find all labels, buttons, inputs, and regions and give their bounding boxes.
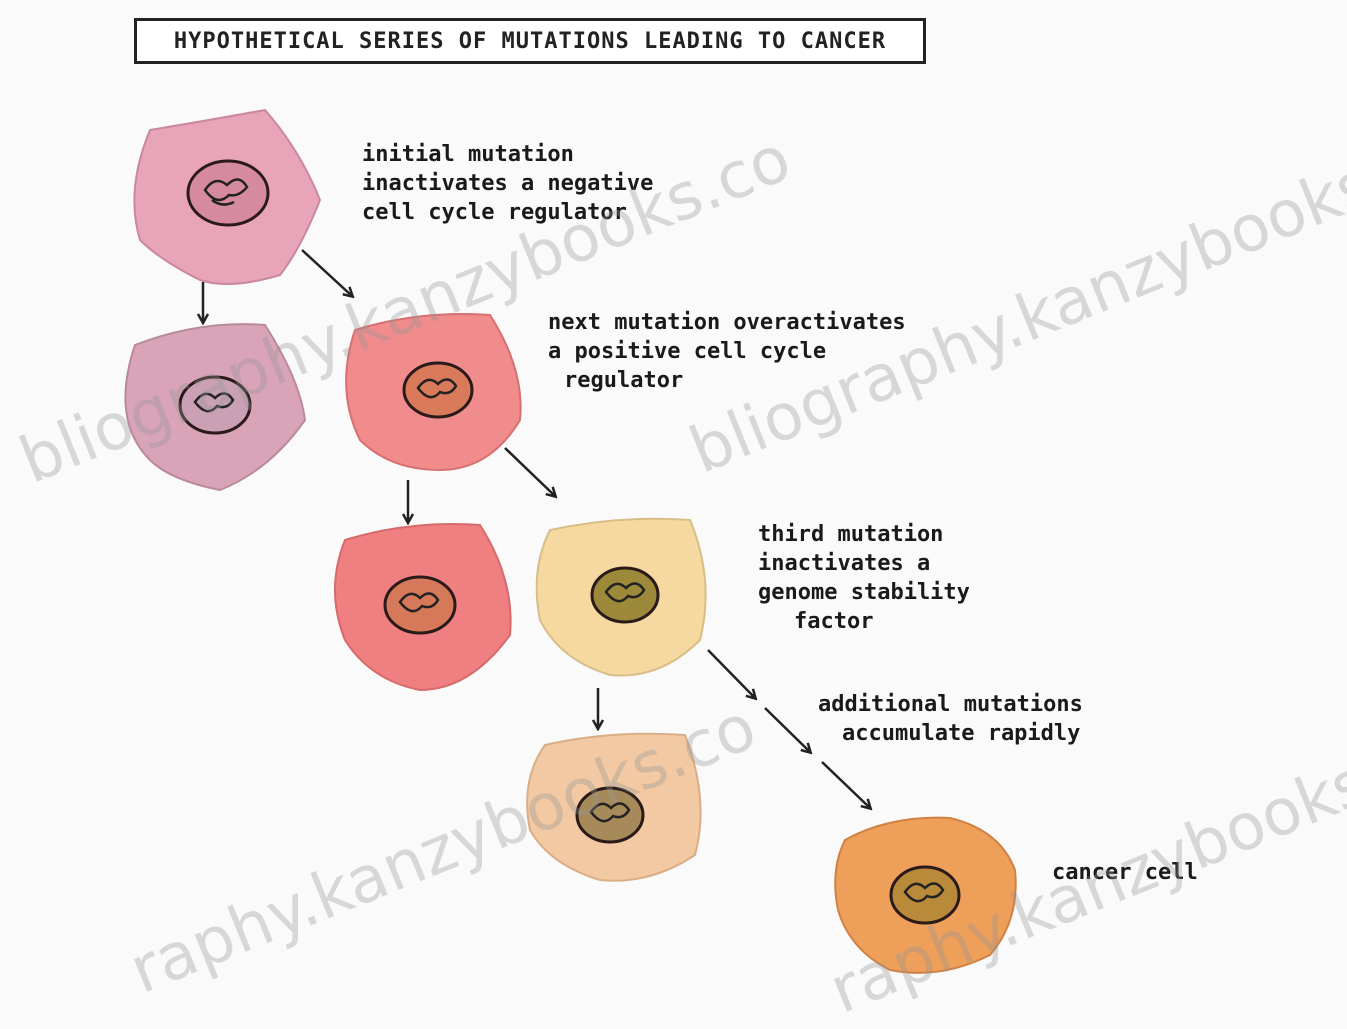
annotation-step2: next mutation overactivates a positive c… bbox=[548, 308, 906, 395]
cell-genome-unstable bbox=[537, 519, 706, 676]
diagram-stage: HYPOTHETICAL SERIES OF MUTATIONS LEADING… bbox=[0, 0, 1347, 994]
arrow-cell5-diag-1 bbox=[708, 650, 755, 698]
annotation-step3-line1: third mutation bbox=[758, 520, 970, 549]
annotation-step5-line1: cancer cell bbox=[1052, 858, 1198, 887]
annotation-step1-line1: initial mutation bbox=[362, 140, 653, 169]
annotation-step2-line2: a positive cell cycle bbox=[548, 337, 906, 366]
annotation-step1: initial mutation inactivates a negative … bbox=[362, 140, 653, 227]
cancer-cell bbox=[835, 818, 1015, 973]
cell-diagram bbox=[0, 0, 1347, 994]
arrow-cell5-diag-2 bbox=[765, 708, 810, 752]
cell-normal-initial bbox=[134, 110, 320, 284]
annotation-step4-line2: accumulate rapidly bbox=[818, 719, 1083, 748]
annotation-step4-line1: additional mutations bbox=[818, 690, 1083, 719]
annotation-step1-line2: inactivates a negative bbox=[362, 169, 653, 198]
annotation-step3-line4: factor bbox=[758, 607, 970, 636]
arrow-cell3-diag bbox=[505, 448, 555, 496]
annotation-step4: additional mutations accumulate rapidly bbox=[818, 690, 1083, 748]
arrow-cell1-diag bbox=[302, 250, 352, 296]
annotation-step2-line1: next mutation overactivates bbox=[548, 308, 906, 337]
annotation-step3-line3: genome stability bbox=[758, 578, 970, 607]
annotation-step3-line2: inactivates a bbox=[758, 549, 970, 578]
cell-mauve-branch bbox=[125, 324, 305, 490]
annotation-step5: cancer cell bbox=[1052, 858, 1198, 887]
cell-peach-branch bbox=[527, 734, 700, 881]
cell-overactivated bbox=[346, 314, 521, 470]
annotation-step2-line3: regulator bbox=[548, 366, 906, 395]
annotation-step3: third mutation inactivates a genome stab… bbox=[758, 520, 970, 636]
arrow-cell5-diag-3 bbox=[822, 762, 870, 808]
cell-red-branch bbox=[335, 524, 511, 690]
annotation-step1-line3: cell cycle regulator bbox=[362, 198, 653, 227]
